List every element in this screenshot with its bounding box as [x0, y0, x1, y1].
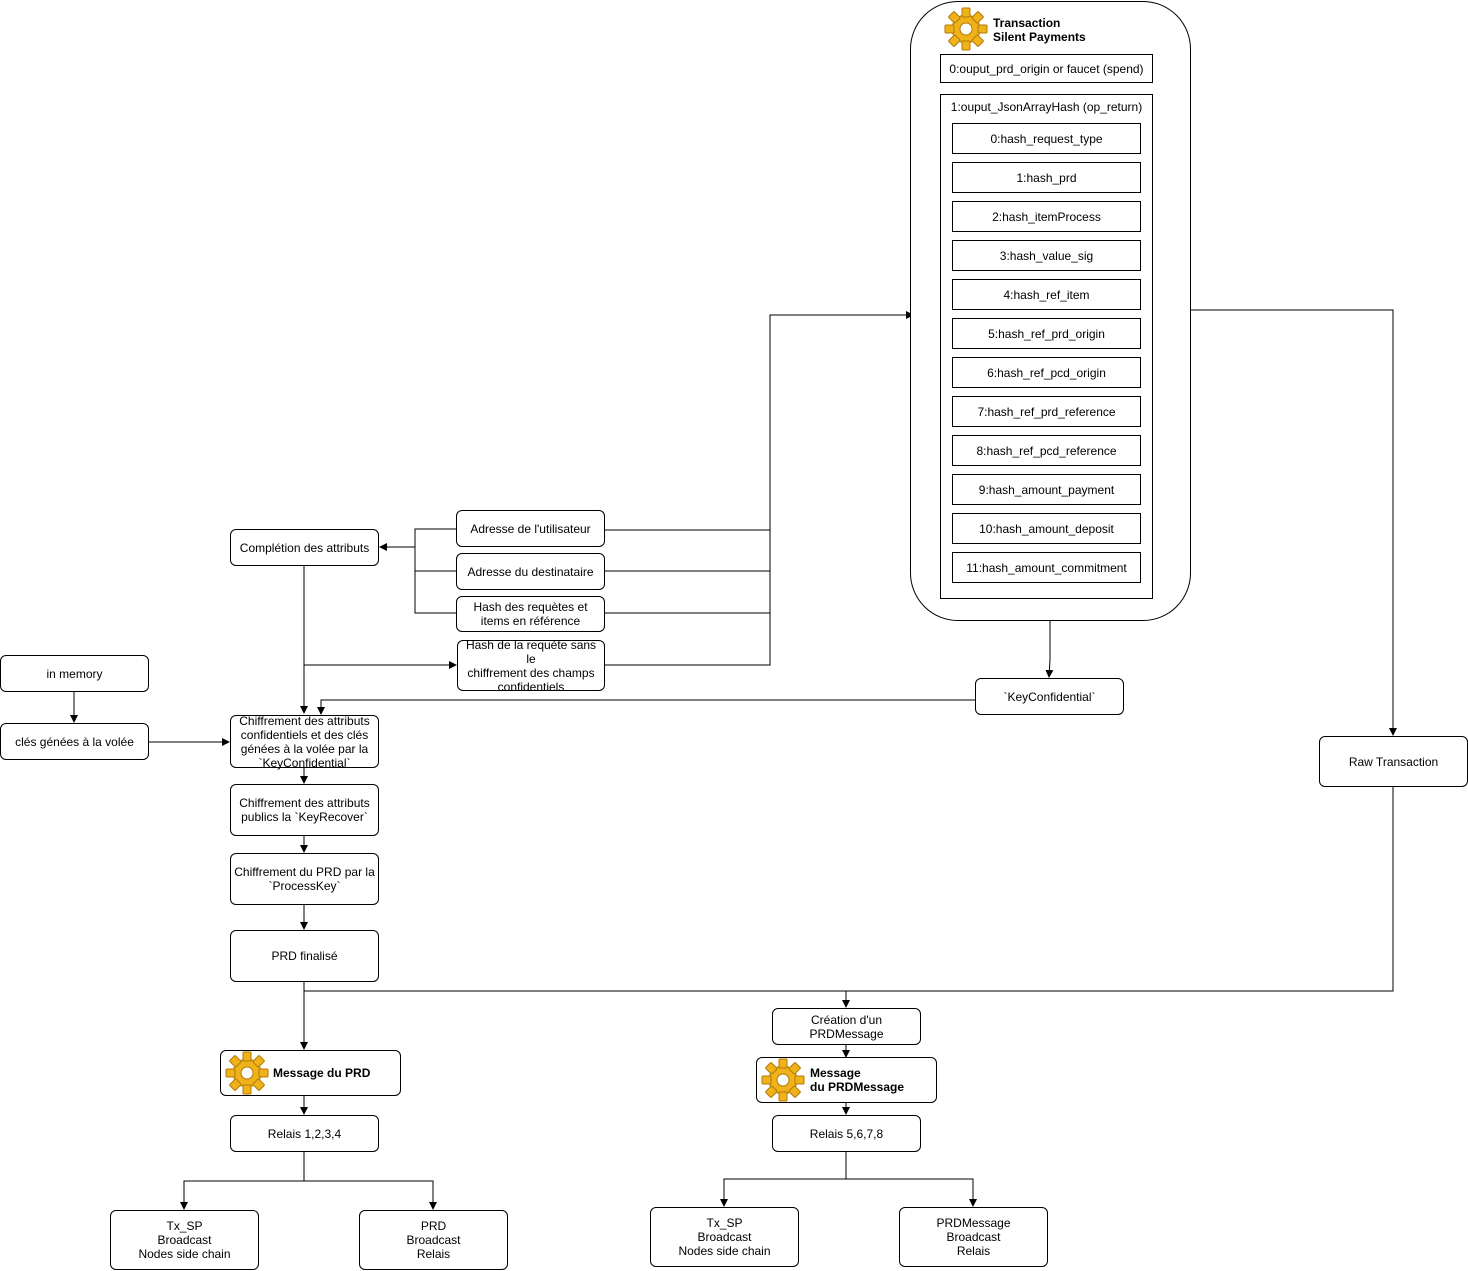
chiffrement-confidentiel-node[interactable]: Chiffrement des attributs confidentiels …	[230, 714, 379, 770]
adresse-utilisateur-node[interactable]: Adresse de l'utilisateur	[456, 510, 605, 547]
raw-transaction-node[interactable]: Raw Transaction	[1319, 736, 1468, 787]
txsp-left-node[interactable]: Tx_SP Broadcast Nodes side chain	[110, 1210, 259, 1270]
output-1-title: 1:ouput_JsonArrayHash (op_return)	[950, 100, 1143, 114]
hash-field-4[interactable]: 4:hash_ref_item	[952, 279, 1141, 310]
edge-key-to-chiffrement	[317, 699, 975, 715]
adresse-destinataire-node[interactable]: Adresse du destinataire	[456, 553, 605, 590]
hash-field-8[interactable]: 8:hash_ref_pcd_reference	[952, 435, 1141, 466]
hash-field-11[interactable]: 11:hash_amount_commitment	[952, 552, 1141, 583]
prd-broadcast-node[interactable]: PRD Broadcast Relais	[359, 1210, 508, 1270]
hash-field-10[interactable]: 10:hash_amount_deposit	[952, 513, 1141, 544]
output-0[interactable]: 0:ouput_prd_origin or faucet (spend)	[940, 54, 1153, 83]
txsp-right-node[interactable]: Tx_SP Broadcast Nodes side chain	[650, 1207, 799, 1267]
edge-tx-to-raw	[1190, 309, 1397, 736]
edge-hash-to-tx	[605, 311, 914, 666]
prdmessage-broadcast-node[interactable]: PRDMessage Broadcast Relais	[899, 1207, 1048, 1267]
hash-field-6[interactable]: 6:hash_ref_pcd_origin	[952, 357, 1141, 388]
message-prdmessage-label: Message du PRDMessage	[810, 1066, 905, 1094]
edge-raw-to-creation	[842, 787, 1394, 1008]
hash-field-3[interactable]: 3:hash_value_sig	[952, 240, 1141, 271]
edge-hashreq-to-completion	[414, 571, 456, 614]
transaction-title: Transaction Silent Payments	[993, 16, 1086, 44]
relais-5678-node[interactable]: Relais 5,6,7,8	[772, 1115, 921, 1152]
message-prd-label: Message du PRD	[273, 1066, 371, 1080]
key-confidential-node[interactable]: `KeyConfidential`	[975, 678, 1124, 715]
gear-icon	[761, 1058, 805, 1102]
hash-field-0[interactable]: 0:hash_request_type	[952, 123, 1141, 154]
relais-1234-node[interactable]: Relais 1,2,3,4	[230, 1115, 379, 1152]
edge-relais1-to-prd	[304, 1180, 437, 1210]
gear-icon	[225, 1051, 269, 1095]
cles-node[interactable]: clés génées à la volée	[0, 723, 149, 760]
completion-attributs-node[interactable]: Complétion des attributs	[230, 529, 379, 566]
hash-field-7[interactable]: 7:hash_ref_prd_reference	[952, 396, 1141, 427]
edge-dest-to-completion	[414, 547, 456, 572]
edge-relais5-to-prdm	[846, 1178, 977, 1207]
in-memory-node[interactable]: in memory	[0, 655, 149, 692]
hash-field-2[interactable]: 2:hash_itemProcess	[952, 201, 1141, 232]
creation-prdmessage-node[interactable]: Création d'un PRDMessage	[772, 1008, 921, 1045]
hash-requetes-node[interactable]: Hash des requètes et items en référence	[456, 596, 605, 632]
hash-field-9[interactable]: 9:hash_amount_payment	[952, 474, 1141, 505]
edge-relais1-to-txsp	[180, 1152, 305, 1210]
chiffrement-prd-node[interactable]: Chiffrement du PRD par la `ProcessKey`	[230, 853, 379, 905]
gear-icon	[944, 7, 988, 51]
hash-field-1[interactable]: 1:hash_prd	[952, 162, 1141, 193]
edge-relais5-to-txsp	[720, 1152, 847, 1207]
hash-field-5[interactable]: 5:hash_ref_prd_origin	[952, 318, 1141, 349]
prd-finalise-node[interactable]: PRD finalisé	[230, 930, 379, 982]
edge-user-to-completion	[379, 528, 456, 551]
hash-requete-node[interactable]: Hash de la requète sans le chiffrement d…	[457, 638, 605, 694]
edge-tx-to-key	[1045, 621, 1054, 678]
chiffrement-public-node[interactable]: Chiffrement des attributs publics la `Ke…	[230, 784, 379, 836]
